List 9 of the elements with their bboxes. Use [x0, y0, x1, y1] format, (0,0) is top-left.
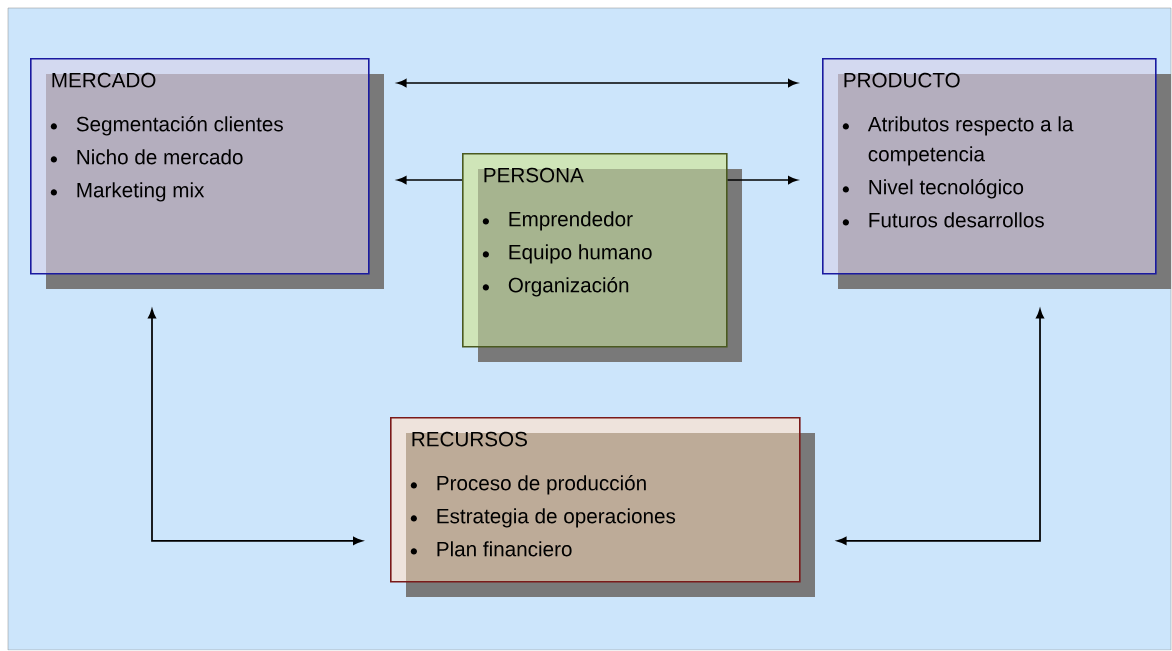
text-box: PRODUCTO Atributos respecto a la competencia Nivel tecnológico Futuros desarrollos: [822, 58, 1171, 289]
text-box: RECURSOS Proceso de producción Estrategia de operaciones Plan financiero: [390, 417, 815, 597]
text-box: PERSONA Emprendedor Equipo humano Organización: [462, 153, 742, 362]
arrow: [726, 176, 798, 184]
arrow: [397, 176, 463, 184]
arrow: [397, 79, 798, 87]
text-box: MERCADO Segmentación clientes Nicho de mercado Marketing mix: [30, 58, 384, 289]
arrow: [148, 309, 363, 545]
arrow: [837, 309, 1044, 545]
